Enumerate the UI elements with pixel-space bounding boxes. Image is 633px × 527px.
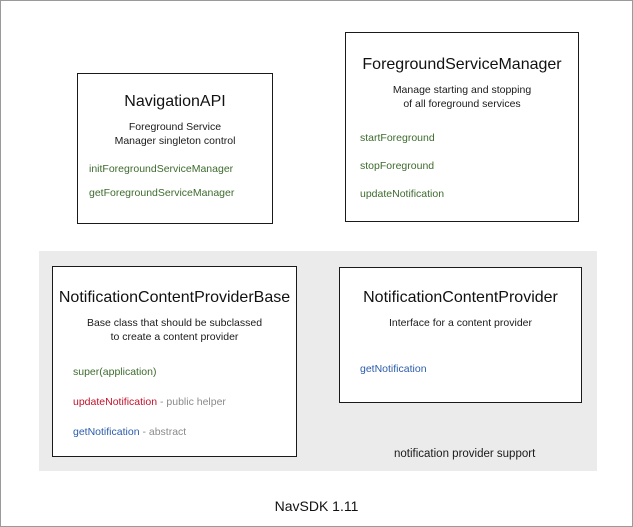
class-member[interactable]: stopForeground bbox=[360, 160, 578, 173]
class-box-foreground-service-manager[interactable]: ForegroundServiceManager Manage starting… bbox=[345, 32, 579, 222]
class-description-line: Manager singleton control bbox=[114, 135, 236, 148]
class-box-notification-content-provider[interactable]: NotificationContentProvider Interface fo… bbox=[339, 267, 582, 403]
class-member[interactable]: updateNotification - public helper bbox=[73, 396, 296, 409]
member-name: getForegroundServiceManager bbox=[89, 186, 235, 199]
class-member[interactable]: updateNotification bbox=[360, 188, 578, 201]
class-member[interactable]: getForegroundServiceManager bbox=[89, 187, 272, 200]
class-member-list: super(application) updateNotification - … bbox=[53, 366, 296, 439]
class-description: Manage starting and stopping of all fore… bbox=[346, 83, 578, 111]
class-description: Base class that should be subclassed to … bbox=[53, 316, 296, 344]
class-member[interactable]: startForeground bbox=[360, 132, 578, 145]
class-member-list: initForegroundServiceManager getForegrou… bbox=[78, 163, 272, 200]
class-member[interactable]: getNotification - abstract bbox=[73, 426, 296, 439]
footer-caption: NavSDK 1.11 bbox=[274, 498, 359, 514]
class-title: NotificationContentProvider bbox=[363, 289, 558, 306]
member-name: startForeground bbox=[360, 131, 435, 144]
member-name: stopForeground bbox=[360, 159, 435, 172]
member-note: - abstract bbox=[139, 425, 187, 438]
class-title: NotificationContentProviderBase bbox=[58, 289, 291, 306]
member-note: - public helper bbox=[157, 395, 226, 408]
member-name: super(application) bbox=[73, 365, 157, 378]
group-panel-label: notification provider support bbox=[394, 448, 536, 460]
class-member[interactable]: super(application) bbox=[73, 366, 296, 379]
class-description-line: of all foreground services bbox=[403, 98, 521, 111]
class-title: ForegroundServiceManager bbox=[362, 56, 562, 73]
class-box-notification-content-provider-base[interactable]: NotificationContentProviderBase Base cla… bbox=[52, 266, 297, 457]
class-member-list: getNotification bbox=[340, 363, 581, 376]
class-member-list: startForeground stopForeground updateNot… bbox=[346, 132, 578, 201]
member-name: updateNotification bbox=[360, 187, 445, 200]
class-description-line: Interface for a content provider bbox=[389, 317, 532, 330]
class-member[interactable]: getNotification bbox=[360, 363, 581, 376]
member-name: getNotification bbox=[360, 363, 427, 376]
member-name: initForegroundServiceManager bbox=[89, 162, 234, 175]
class-description: Interface for a content provider bbox=[340, 316, 581, 330]
class-description: Foreground Service Manager singleton con… bbox=[78, 120, 272, 148]
member-name: updateNotification bbox=[73, 395, 158, 408]
class-box-navigation-api[interactable]: NavigationAPI Foreground Service Manager… bbox=[77, 73, 273, 224]
class-description-line: Foreground Service bbox=[128, 121, 222, 134]
class-member[interactable]: initForegroundServiceManager bbox=[89, 163, 272, 176]
class-title: NavigationAPI bbox=[124, 93, 226, 110]
member-name: getNotification bbox=[73, 425, 140, 438]
class-description-line: to create a content provider bbox=[110, 331, 239, 344]
class-description-line: Manage starting and stopping bbox=[392, 84, 532, 97]
class-description-line: Base class that should be subclassed bbox=[86, 317, 263, 330]
